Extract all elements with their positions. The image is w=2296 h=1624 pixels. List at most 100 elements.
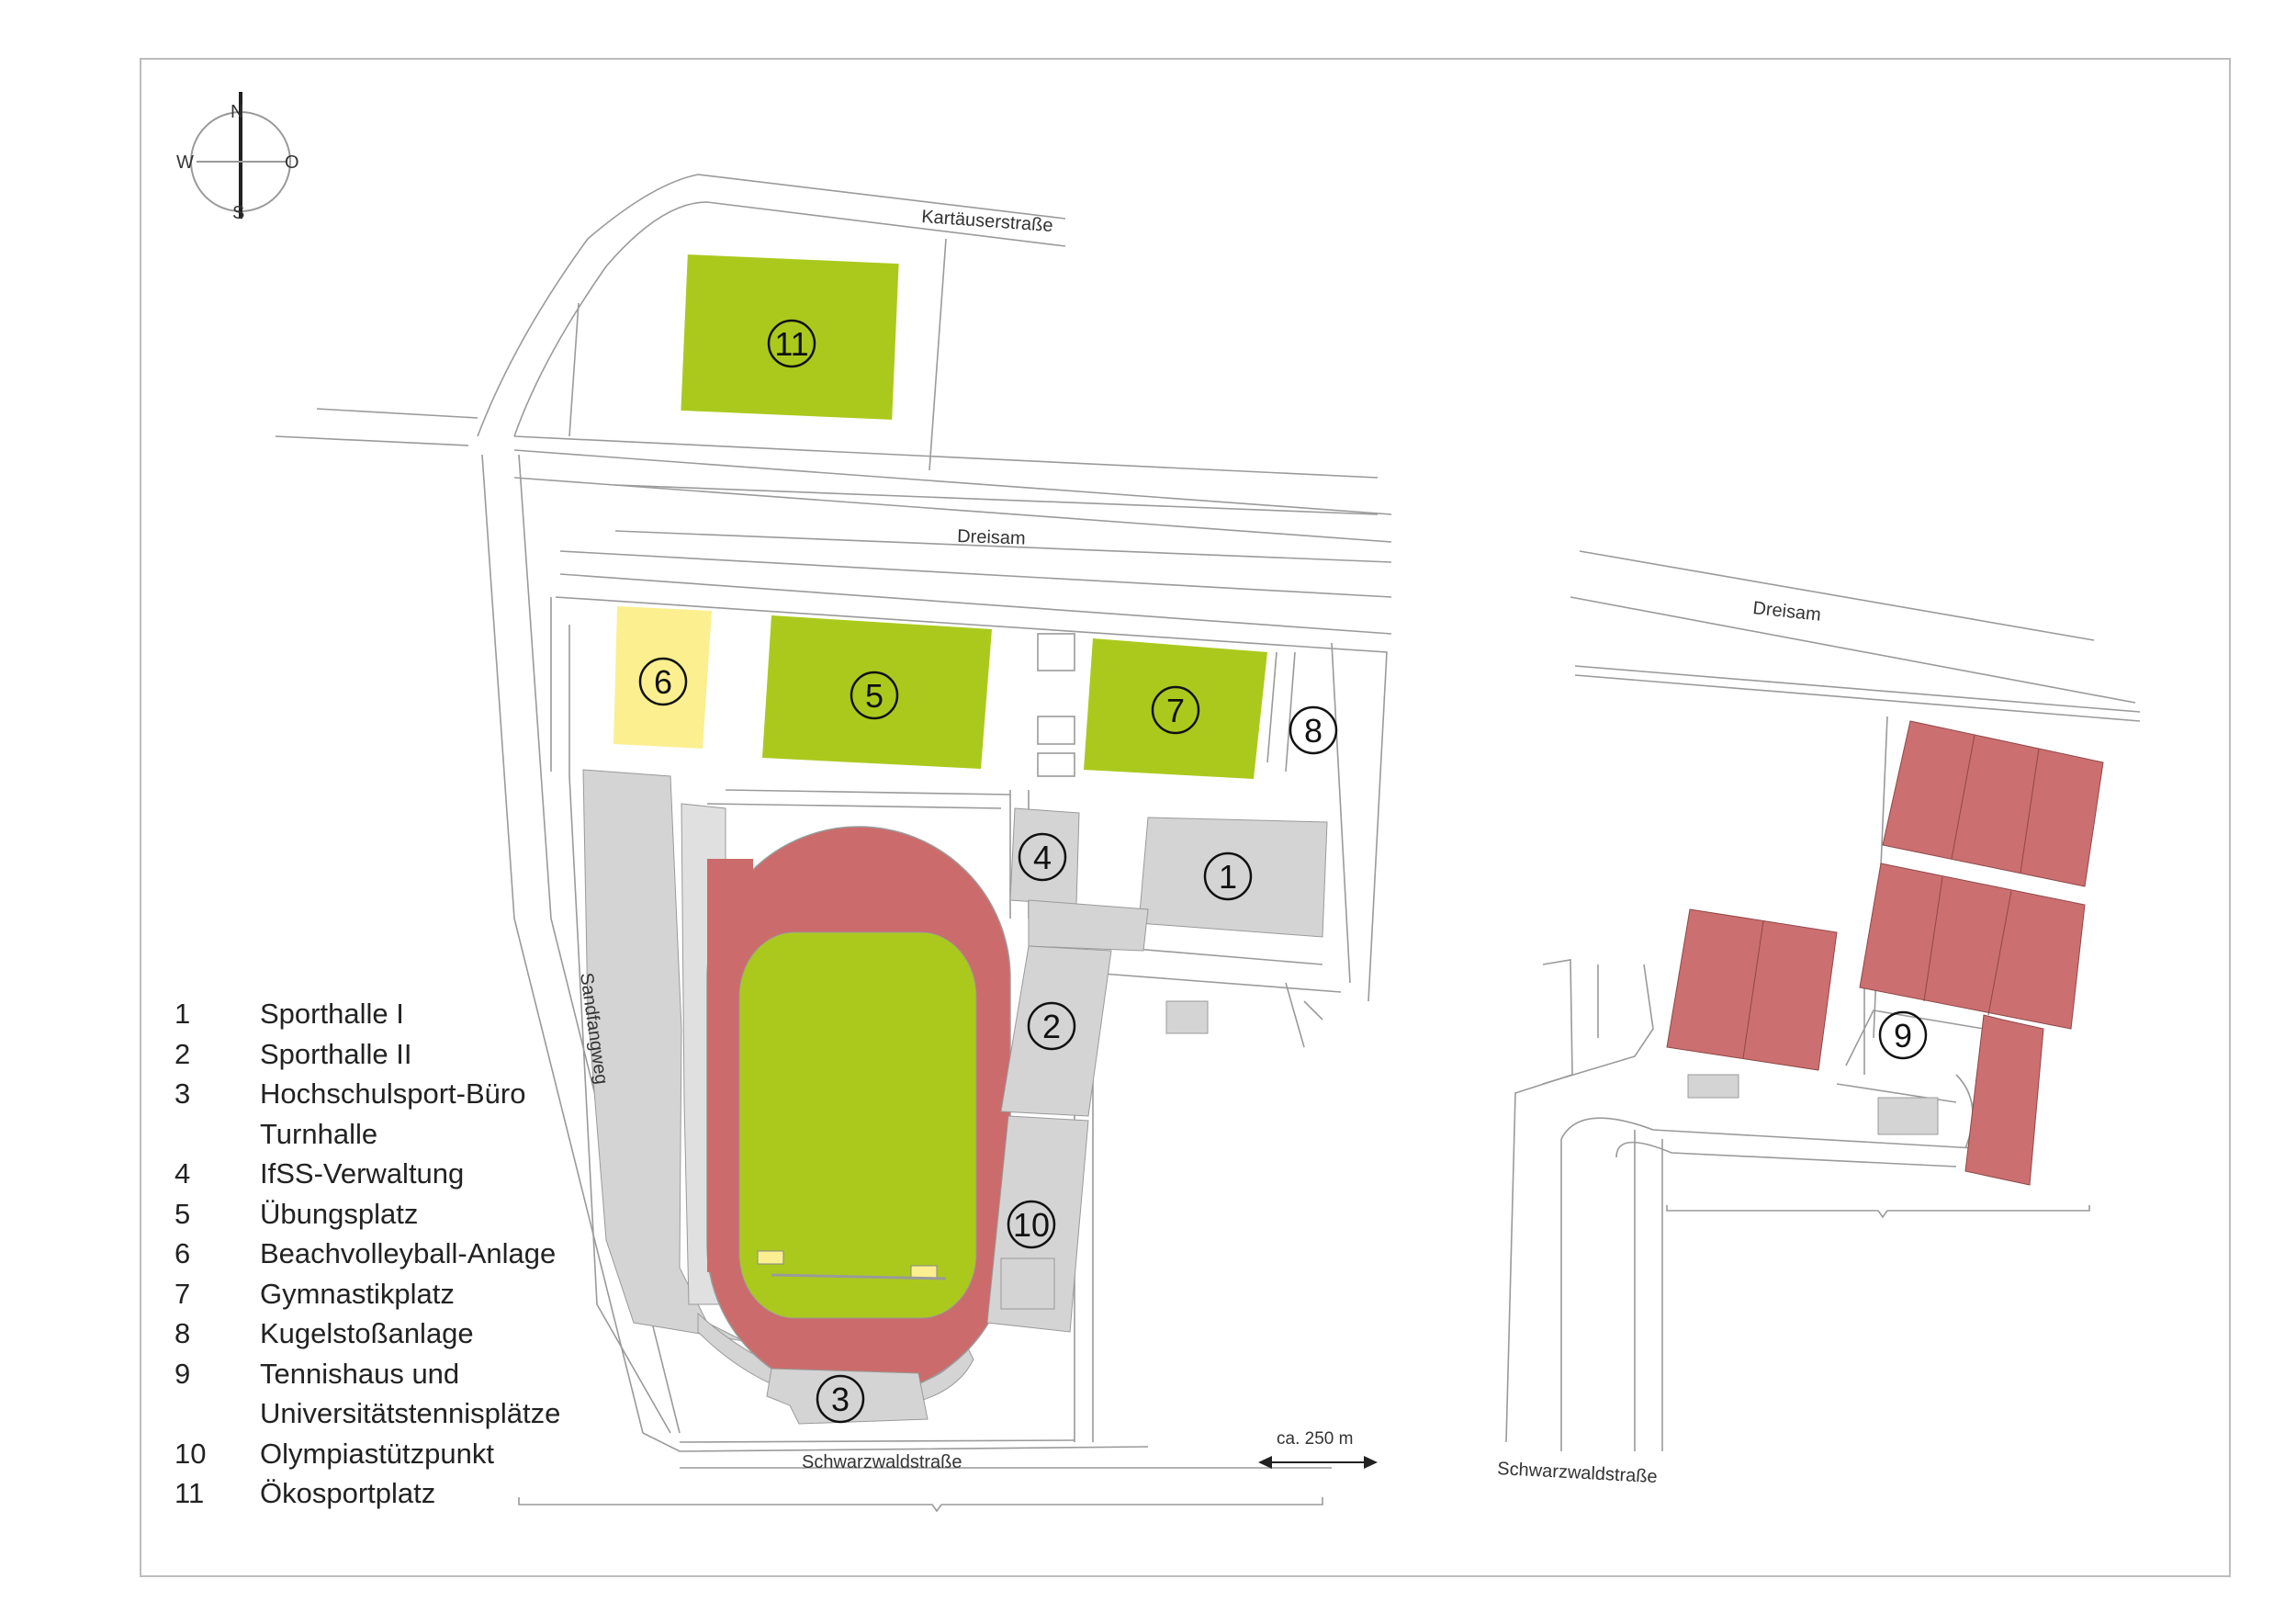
marker-1[interactable]: 1	[1203, 851, 1253, 901]
legend-item: 11 Ökosportplatz	[174, 1473, 652, 1514]
building-10-olympiastuetzpunkt	[986, 1115, 1089, 1333]
legend-label: Sporthalle I	[260, 998, 404, 1030]
marker-9[interactable]: 9	[1878, 1010, 1928, 1060]
legend-item: 9 Tennishaus und	[174, 1354, 652, 1394]
legend-label: Gymnastikplatz	[260, 1277, 455, 1310]
compass-east-label: O	[285, 152, 299, 173]
map-legend: 1 Sporthalle I 2 Sporthalle II 3 Hochsch…	[174, 994, 652, 1514]
legend-number: 11	[174, 1477, 205, 1509]
tennis-small-building-west	[1687, 1074, 1739, 1099]
marker-label-6: 6	[654, 663, 672, 701]
marker-10[interactable]: 10	[1007, 1200, 1056, 1249]
stands-west	[582, 769, 745, 1342]
legend-item: 5 Übungsplatz	[174, 1194, 652, 1235]
marker-label-2: 2	[1042, 1008, 1061, 1045]
field-7-gymnastikplatz	[1084, 638, 1267, 779]
legend-item: 6 Beachvolleyball-Anlage	[174, 1234, 652, 1274]
legend-item: 7 Gymnastikplatz	[174, 1274, 652, 1314]
jump-pit-west	[757, 1250, 784, 1265]
legend-label-continuation: Universitätstennisplätze	[260, 1397, 561, 1429]
legend-number: 9	[174, 1357, 191, 1390]
west-section-brace	[518, 1497, 1323, 1513]
legend-number: 7	[174, 1277, 191, 1310]
marker-label-3: 3	[831, 1381, 850, 1418]
tennis-haus	[1877, 1097, 1939, 1135]
legend-item: 8 Kugelstoßanlage	[174, 1314, 652, 1354]
legend-label: Beachvolleyball-Anlage	[260, 1237, 557, 1269]
marker-label-8: 8	[1304, 712, 1322, 750]
east-section-brace	[1666, 1205, 2090, 1219]
compass-north-label: N	[231, 102, 243, 122]
marker-8[interactable]: 8	[1289, 705, 1338, 755]
legend-number: 8	[174, 1317, 191, 1349]
tennis-courts	[1666, 720, 2104, 1186]
marker-4[interactable]: 4	[1018, 832, 1067, 882]
legend-item: 1 Sporthalle I	[174, 994, 652, 1034]
compass-west-label: W	[176, 152, 194, 173]
scale-arrow-left	[1258, 1456, 1272, 1469]
field-5-uebungsplatz	[762, 615, 992, 769]
legend-label-continuation: Turnhalle	[260, 1117, 378, 1150]
legend-item: 10 Olympiastützpunkt	[174, 1434, 652, 1474]
legend-label: Ökosportplatz	[260, 1477, 436, 1509]
legend-label: Hochschulsport-Büro	[260, 1077, 526, 1110]
field-11-oekosportplatz	[681, 254, 899, 420]
marker-circle-11	[767, 319, 816, 368]
legend-label: Olympiastützpunkt	[260, 1437, 494, 1470]
marker-label-5: 5	[865, 677, 884, 715]
marker-circle-3	[816, 1374, 865, 1424]
marker-label-4: 4	[1033, 839, 1052, 876]
marker-circle-6	[638, 657, 688, 706]
marker-6[interactable]: 6	[638, 657, 688, 706]
field-6-beachvolleyball	[613, 606, 712, 749]
building-1-sporthalle-i	[1138, 817, 1328, 938]
legend-number: 3	[174, 1077, 191, 1110]
street-label-kartaeuserstrasse: Kartäuserstraße	[921, 207, 1054, 236]
tennis-court-dividers	[1742, 734, 2040, 1059]
street-label-schwarzwaldstrasse-west: Schwarzwaldstraße	[802, 1452, 962, 1472]
small-building-stadium-east	[1165, 1000, 1209, 1034]
marker-circle-1	[1203, 851, 1253, 901]
map-frame	[140, 58, 2231, 1577]
stadium-infield	[738, 931, 977, 1319]
legend-label: Kugelstoßanlage	[260, 1317, 474, 1349]
legend-item: 4 IfSS-Verwaltung	[174, 1154, 652, 1194]
legend-label: Tennishaus und	[260, 1357, 460, 1390]
infield-line	[771, 1273, 947, 1280]
scale-arrow-right	[1364, 1456, 1378, 1469]
marker-label-10: 10	[1013, 1206, 1050, 1244]
marker-5[interactable]: 5	[850, 671, 899, 720]
scale-label: ca. 250 m	[1277, 1429, 1353, 1449]
legend-number: 5	[174, 1197, 191, 1230]
street-label-schwarzwaldstrasse-east: Schwarzwaldstraße	[1497, 1459, 1658, 1487]
marker-7[interactable]: 7	[1151, 685, 1200, 735]
legend-number: 2	[174, 1037, 191, 1070]
marker-label-11: 11	[774, 325, 808, 363]
building-2-sporthalle-ii	[1000, 945, 1112, 1117]
street-label-dreisam-west: Dreisam	[957, 526, 1026, 549]
marker-circle-2	[1027, 1001, 1076, 1051]
compass: N S W O	[176, 92, 299, 223]
marker-11[interactable]: 11	[767, 319, 816, 368]
legend-label: IfSS-Verwaltung	[260, 1157, 465, 1190]
building-10-inner	[1000, 1257, 1055, 1310]
street-label-dreisam-east: Dreisam	[1751, 598, 1821, 626]
marker-2[interactable]: 2	[1027, 1001, 1076, 1051]
legend-label: Sporthalle II	[260, 1037, 412, 1070]
legend-number: 10	[174, 1437, 207, 1470]
legend-number: 1	[174, 998, 191, 1030]
marker-label-1: 1	[1219, 858, 1237, 896]
marker-circle-9	[1878, 1010, 1928, 1060]
marker-label-7: 7	[1166, 692, 1185, 729]
marker-circle-7	[1151, 685, 1200, 735]
marker-circle-10	[1007, 1200, 1056, 1249]
legend-item: 2 Sporthalle II	[174, 1034, 652, 1075]
legend-number: 6	[174, 1237, 191, 1269]
scale-bar: ca. 250 m	[1258, 1429, 1378, 1469]
road-lines	[275, 174, 1392, 1469]
building-3-hochschulsport-buero	[766, 1368, 929, 1425]
marker-circle-8	[1289, 705, 1338, 755]
marker-3[interactable]: 3	[816, 1374, 865, 1424]
legend-item: 3 Hochschulsport-Büro	[174, 1074, 652, 1114]
